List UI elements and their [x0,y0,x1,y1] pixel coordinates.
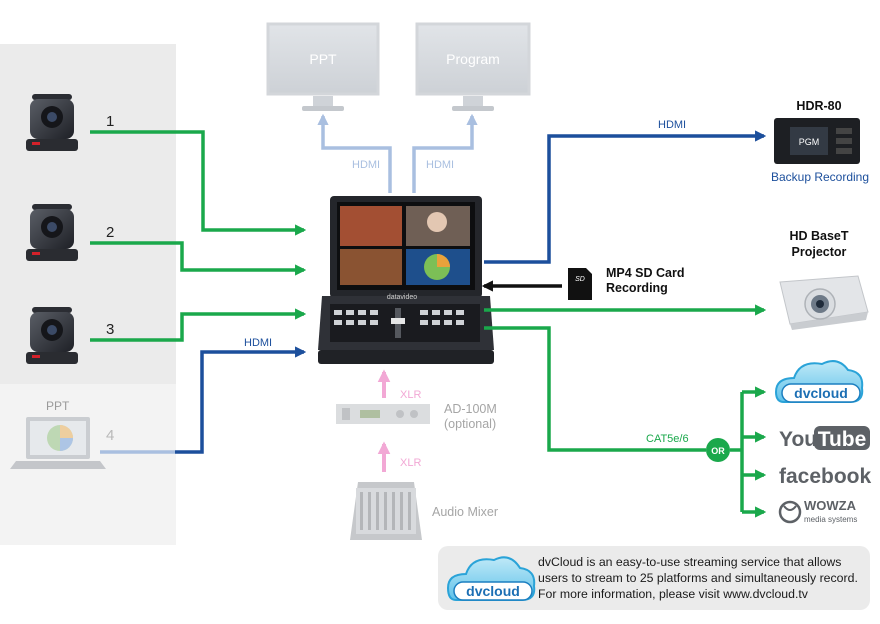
monitor-program-label: Program [446,51,500,67]
monitor-ppt-label: PPT [309,51,337,67]
dvcloud-logo-icon [774,360,864,403]
streaming-branch [730,392,744,512]
camera-2-icon [26,204,78,261]
audio-xlr-label-bottom: XLR [400,457,421,469]
projector-line2: Projector [792,245,847,259]
sd-card-icon [568,268,592,300]
monitor-ppt-icon [266,22,380,111]
ad-converter-icon [336,404,430,424]
dvcloud-info-logo-text: dvcloud [466,583,520,599]
streaming-link-label: CAT5e/6 [646,433,689,445]
audio-xlr-label-top: XLR [400,389,421,401]
camera-1-icon [26,94,78,151]
camera-1-label: 1 [106,113,114,130]
camera-1-link [90,130,307,236]
wowza-logo-text: WOWZA [804,498,857,513]
recorder-icon [774,118,860,164]
recorder-screen-label: PGM [799,137,820,147]
ad-converter-note: (optional) [444,417,496,431]
audio-mixer-icon [350,482,422,540]
youtube-logo-badge [814,426,870,450]
camera-3-label: 3 [106,321,114,338]
recorder-caption: Backup Recording [771,170,869,184]
dvcloud-info-line: dvCloud is an easy-to-use streaming serv… [538,555,842,569]
monitor-ppt-link [317,113,392,193]
facebook-logo: facebook [779,465,872,488]
streaming-link [484,326,706,452]
monitor-ppt-link-label: HDMI [352,159,380,171]
audio-mixer-label: Audio Mixer [432,505,498,519]
ppt-panel [0,384,176,545]
dvcloud-info-line: users to stream to 25 platforms and simu… [538,571,858,585]
video-switcher-icon [318,196,494,364]
wowza-logo-icon [778,500,802,524]
dvcloud-info-logo-icon: dvcloud [446,556,536,601]
dvcloud-info-box: dvcloud dvCloud is an easy-to-use stream… [438,546,870,610]
ppt-hdmi-link [175,346,307,454]
projector-line1: HD BaseT [789,229,848,243]
dvcloud-info-text: dvCloud is an easy-to-use streaming serv… [538,554,868,602]
ppt-input-label: 4 [106,427,114,444]
or-label: OR [711,446,725,456]
or-badge [706,438,730,462]
youtube-logo-you: You [779,428,817,451]
ad-converter-name: AD-100M [444,402,497,416]
dvcloud-info-line: For more information, please visit www.d… [538,587,808,601]
recorder-hdmi-label: HDMI [658,119,686,131]
sd-card-icon-text: SD [575,276,585,283]
dvcloud-logo-text: dvcloud [794,385,848,401]
monitor-program-link-label: HDMI [426,159,454,171]
ppt-laptop-icon [10,417,106,469]
camera-panel [0,44,176,384]
camera-3-link [90,308,307,342]
camera-3-icon [26,307,78,364]
projector-icon [779,275,869,330]
monitor-program-link [412,113,478,193]
wowza-logo-sub: media systems [804,515,857,524]
sd-card-line2: Recording [606,281,668,295]
switcher-brand: datavideo [387,294,417,301]
camera-2-label: 2 [106,224,114,241]
ppt-hdmi-label: HDMI [244,337,272,349]
youtube-logo-tube: Tube [818,428,867,451]
camera-2-link [90,241,307,276]
monitor-program-icon [415,22,531,111]
switcher-buttons-icon [334,308,464,338]
ppt-input-title: PPT [46,399,70,413]
recorder-hdmi-link [484,130,767,264]
sd-card-line1: MP4 SD Card [606,266,685,280]
recorder-name: HDR-80 [796,99,841,113]
